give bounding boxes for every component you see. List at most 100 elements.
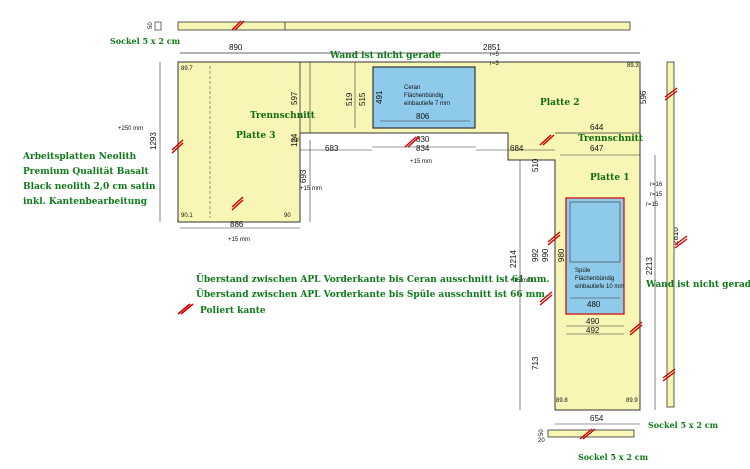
- cut-label-2: Trennschnitt: [578, 134, 644, 144]
- wall-top-label: Wand ist nicht gerade: [329, 51, 441, 61]
- dim-2214: 2214: [509, 250, 518, 268]
- dim-990: 990: [541, 248, 550, 262]
- polish-legend-mark: [180, 303, 194, 315]
- dim-992: 992: [531, 248, 540, 262]
- dim-124: 124: [290, 133, 299, 147]
- ceran-label-2: Flächenbündig: [404, 93, 443, 99]
- plate1-label: Platte 1: [590, 173, 629, 183]
- polish-mark: [547, 231, 561, 243]
- socle-top-strip: [177, 21, 631, 31]
- dim-519: 519: [345, 92, 354, 106]
- dim-654: 654: [590, 414, 604, 423]
- angle-89-8: 89.8: [556, 398, 568, 404]
- plate2-label: Platte 2: [540, 98, 579, 108]
- plus15-c: +15 mm: [300, 186, 322, 192]
- dim-1293: 1293: [149, 132, 158, 150]
- radius-r3: r=3: [490, 61, 500, 67]
- angle-90: 90: [284, 213, 291, 219]
- angle-89: 89: [292, 138, 299, 144]
- radius-r15b: r=15: [646, 202, 659, 208]
- angle-89-3: 89.3: [627, 63, 639, 69]
- sink-basin: [569, 201, 621, 263]
- dim-596: 596: [639, 90, 648, 104]
- radius-r5: r=5: [490, 52, 500, 58]
- dim-806: 806: [416, 112, 430, 121]
- ceran-label-3: einbautiefe 7 mm: [404, 101, 450, 107]
- polish-mark: [582, 428, 596, 440]
- dim-490: 490: [586, 317, 600, 326]
- polish-mark: [539, 294, 553, 306]
- polish-mark: [171, 139, 184, 151]
- polish-mark: [407, 136, 420, 148]
- note-sink: Überstand zwischen APL Vorderkante bis S…: [196, 287, 548, 300]
- socle-top-label: Sockel 5 x 2 cm: [110, 36, 181, 46]
- dim-2810: 2810: [671, 227, 680, 245]
- worktop-outline: [177, 61, 641, 411]
- polish-mark: [629, 324, 643, 336]
- dim-597: 597: [290, 91, 299, 105]
- polish-mark: [231, 199, 244, 211]
- plus15-b: +15 mm: [228, 237, 250, 243]
- radius-r15a: r=15: [650, 192, 663, 198]
- plus15-a: +15 mm: [410, 159, 432, 165]
- material-line2: Premium Qualität Basalt: [23, 166, 149, 177]
- sink-label-3: einbautiefe 10 mm: [575, 284, 624, 290]
- angle-89-7: 89.7: [181, 66, 193, 72]
- plus250: +250 mm: [118, 126, 143, 132]
- dim-480: 480: [587, 300, 601, 309]
- polish-mark: [404, 136, 417, 148]
- sink-label-2: Flächenbündig: [575, 276, 614, 282]
- note-ceran: Überstand zwischen APL Vorderkante bis C…: [196, 272, 550, 285]
- socle-right-strip: [666, 61, 675, 408]
- note-polish: Poliert kante: [200, 306, 266, 316]
- dim-830: 830: [416, 135, 430, 144]
- sink-label-1: Spüle: [575, 268, 591, 274]
- dim-693: 693: [299, 169, 308, 183]
- material-line3: Black neolith 2,0 cm satin: [23, 182, 156, 192]
- polish-mark: [662, 368, 676, 379]
- polish-mark: [539, 291, 553, 303]
- polish-mark: [674, 235, 688, 246]
- polish-mark: [234, 20, 245, 31]
- dim-20: 20: [538, 438, 545, 444]
- angle-89-9: 89.9: [626, 398, 638, 404]
- plus15-d: +15 mm: [510, 278, 532, 284]
- socle-right-label: Sockel 5 x 2 cm: [648, 420, 719, 430]
- dim-2851: 2851: [483, 43, 501, 52]
- dim-890: 890: [229, 43, 243, 52]
- dim-980: 980: [557, 248, 566, 262]
- dim-510: 510: [531, 158, 540, 172]
- dim-886: 886: [230, 220, 244, 229]
- plate3-label: Platte 3: [236, 131, 275, 141]
- cut-label-1: Trennschnitt: [250, 111, 316, 121]
- dim-491: 491: [375, 90, 384, 104]
- polish-mark: [629, 321, 643, 333]
- socle-bottom-label: Sockel 5 x 2 cm: [578, 452, 649, 462]
- polish-mark: [664, 87, 678, 98]
- material-line4: inkl. Kantenbearbeitung: [23, 197, 148, 207]
- polish-mark: [674, 238, 688, 249]
- polish-mark: [662, 371, 676, 382]
- dim-684: 684: [510, 144, 524, 153]
- polish-mark: [579, 428, 593, 440]
- angle-90-1: 90.1: [181, 213, 193, 219]
- polish-legend-mark: [177, 303, 191, 315]
- polish-mark: [542, 134, 555, 146]
- polish-mark: [547, 234, 561, 246]
- socle-bottom-strip: [547, 429, 635, 438]
- polish-mark: [664, 90, 678, 101]
- polish-mark: [171, 142, 184, 154]
- dim-492: 492: [586, 326, 600, 335]
- ceran-label-1: Ceran: [404, 85, 420, 91]
- dim-515: 515: [358, 92, 367, 106]
- dim-647: 647: [590, 144, 604, 153]
- material-line1: Arbeitsplatten Neolith: [22, 152, 137, 162]
- polish-mark: [231, 20, 242, 31]
- radius-r16: r=16: [650, 182, 663, 188]
- socle-end-mark: [154, 21, 162, 31]
- polish-mark: [539, 134, 552, 146]
- polish-mark: [231, 196, 244, 208]
- ceran-cutout: [372, 66, 476, 129]
